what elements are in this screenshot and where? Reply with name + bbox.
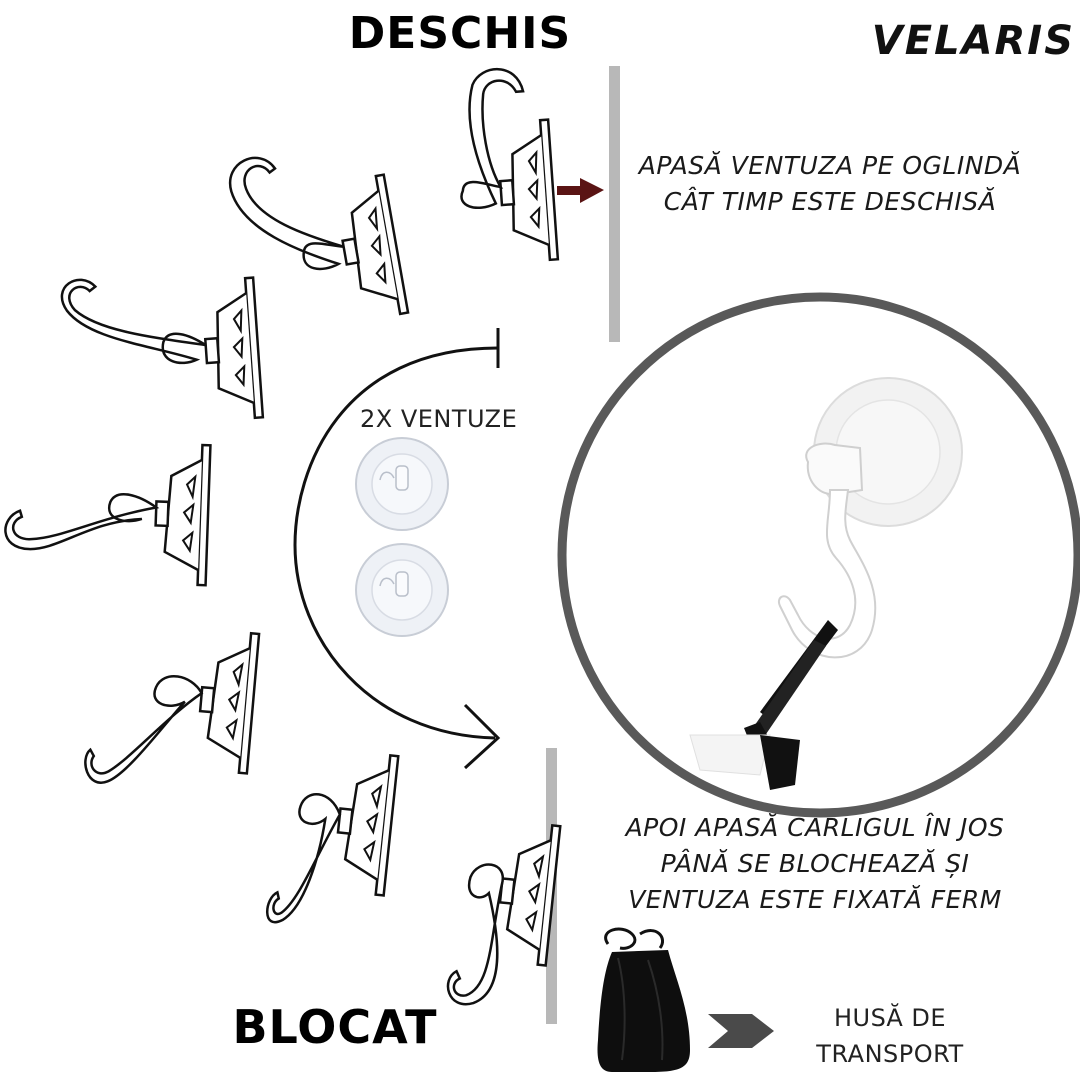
instruction-step-2-line-3: VENTUZA ESTE FIXATĂ FERM: [628, 885, 1002, 914]
hook-rotation-icon: [4, 67, 562, 1006]
suction-cups-label: 2X VENTUZE: [360, 405, 518, 433]
hook-step-2: [228, 156, 410, 323]
title-locked: BLOCAT: [232, 1000, 438, 1054]
product-photo-circle: [557, 292, 1080, 818]
hook-step-4: [4, 442, 212, 587]
hook-step-6: [266, 749, 400, 924]
suction-cup-icon-1: [355, 437, 449, 531]
right-arrow-icon: [557, 178, 604, 203]
instruction-step-2-line-1: APOI APASĂ CÂRLIGUL ÎN JOS: [625, 813, 1005, 842]
hook-step-7: [446, 819, 562, 1006]
mirror-line-top: [609, 66, 620, 342]
hook-step-1: [460, 67, 560, 265]
bag-label: HUSĂ DE TRANSPORT: [790, 1000, 990, 1072]
bag-label-line-1: HUSĂ DE: [833, 1004, 947, 1032]
bag-arrow-icon: [708, 1014, 774, 1048]
curved-arrow-icon: [293, 328, 501, 770]
bag-label-line-2: TRANSPORT: [816, 1040, 964, 1068]
instruction-step-1: APASĂ VENTUZA PE OGLINDĂ CÂT TIMP ESTE D…: [610, 148, 1050, 220]
instruction-step-1-line-1: APASĂ VENTUZA PE OGLINDĂ: [638, 151, 1022, 180]
brand-logo: VELARIS: [871, 18, 1075, 64]
suction-cup-icon-2: [355, 543, 449, 637]
instruction-step-1-line-2: CÂT TIMP ESTE DESCHISĂ: [663, 187, 997, 216]
instruction-step-2-line-2: PÂNĂ SE BLOCHEAZĂ ȘI: [660, 849, 970, 878]
instruction-step-2: APOI APASĂ CÂRLIGUL ÎN JOS PÂNĂ SE BLOCH…: [590, 810, 1040, 918]
hook-step-3: [60, 276, 265, 423]
title-open: DESCHIS: [348, 8, 572, 59]
bag-icon: [597, 927, 690, 1072]
hook-step-5: [84, 628, 261, 784]
